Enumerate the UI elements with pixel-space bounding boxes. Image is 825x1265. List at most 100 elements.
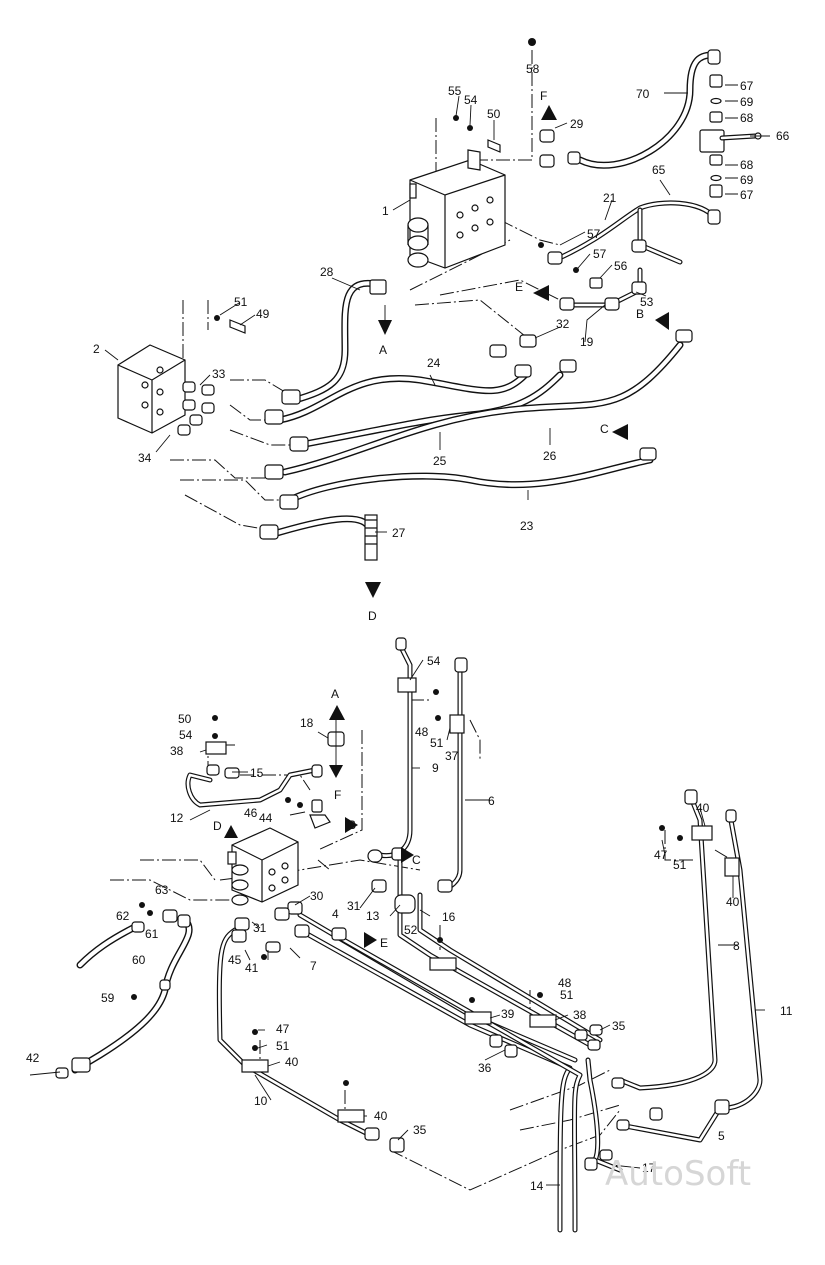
part-label: 67 xyxy=(740,188,754,202)
part-label: 50 xyxy=(178,712,192,726)
part-label: 42 xyxy=(26,1051,40,1065)
part-label: 59 xyxy=(101,991,115,1005)
part-label: 12 xyxy=(170,811,184,825)
part-label: 15 xyxy=(250,766,264,780)
part-label: 48 xyxy=(415,725,429,739)
connector-letter-a: A xyxy=(331,687,339,701)
part-label: 16 xyxy=(442,910,456,924)
part-label: 37 xyxy=(445,749,459,763)
part-label: 58 xyxy=(526,62,540,76)
connector-letter-f: F xyxy=(334,788,341,802)
part-label: 28 xyxy=(320,265,334,279)
part-label: 61 xyxy=(145,927,159,941)
part-label: 51 xyxy=(560,988,574,1002)
part-label: 54 xyxy=(179,728,193,742)
part-label: 51 xyxy=(430,736,444,750)
part-label: 40 xyxy=(285,1055,299,1069)
part-label: 40 xyxy=(374,1109,388,1123)
part-label: 24 xyxy=(427,356,441,370)
part-label: 25 xyxy=(433,454,447,468)
part-label: 48 xyxy=(558,976,572,990)
part-label: 68 xyxy=(740,158,754,172)
manifold-block-2 xyxy=(117,344,186,434)
part-label: 66 xyxy=(776,129,790,143)
part-label: 10 xyxy=(254,1094,268,1108)
valve-bank-1 xyxy=(407,149,506,269)
part-label: 38 xyxy=(170,744,184,758)
part-label: 68 xyxy=(740,111,754,125)
part-label: 30 xyxy=(310,889,324,903)
part-label: 31 xyxy=(347,899,361,913)
part-label: 31 xyxy=(253,921,267,935)
connector-letter-b: B xyxy=(348,818,356,832)
lower-assembly: 4 5 6 7 8 9 10 11 12 13 14 15 16 17 18 3… xyxy=(26,637,793,1233)
part-label: 13 xyxy=(366,909,380,923)
part-label: 51 xyxy=(234,295,248,309)
part-label: 21 xyxy=(603,191,617,205)
part-label: 2 xyxy=(93,342,100,356)
lower-reference-lines xyxy=(110,699,736,1191)
part-label: 11 xyxy=(780,1004,793,1018)
part-label: 67 xyxy=(740,79,754,93)
part-label: 51 xyxy=(276,1039,290,1053)
lower-fittings xyxy=(55,637,740,1171)
part-label: 57 xyxy=(593,247,607,261)
connector-letter-f: F xyxy=(540,89,547,103)
part-label: 17 xyxy=(642,1161,656,1175)
part-label: 46 xyxy=(244,806,258,820)
part-label: 52 xyxy=(404,923,418,937)
connector-letter-e: E xyxy=(515,280,523,294)
part-label: 19 xyxy=(580,335,594,349)
lower-valve-block xyxy=(227,827,299,906)
part-label: 40 xyxy=(726,895,740,909)
part-label: 7 xyxy=(310,959,317,973)
part-label: 18 xyxy=(300,716,314,730)
part-label: 40 xyxy=(696,801,710,815)
connector-letter-d: D xyxy=(368,609,377,623)
part-label: 4 xyxy=(332,907,339,921)
part-label: 6 xyxy=(488,794,495,808)
part-label: 23 xyxy=(520,519,534,533)
connector-letter-d: D xyxy=(213,819,222,833)
upper-reference-lines xyxy=(170,50,561,531)
connector-letter-c: C xyxy=(600,422,609,436)
part-label: 35 xyxy=(612,1019,626,1033)
part-label: 9 xyxy=(432,761,439,775)
lower-hoses xyxy=(71,642,763,1233)
part-label: 69 xyxy=(740,95,754,109)
lower-connector-letters: A B C D E F xyxy=(213,687,421,950)
part-label: 47 xyxy=(276,1022,290,1036)
part-label: 34 xyxy=(138,451,152,465)
part-label: 54 xyxy=(427,654,441,668)
part-label: 29 xyxy=(570,117,584,131)
part-label: 8 xyxy=(733,939,740,953)
part-label: 5 xyxy=(718,1129,725,1143)
part-label: 62 xyxy=(116,909,130,923)
part-label: 33 xyxy=(212,367,226,381)
part-label: 63 xyxy=(155,883,169,897)
part-label: 45 xyxy=(228,953,242,967)
part-label: 44 xyxy=(259,811,273,825)
part-label: 57 xyxy=(587,227,601,241)
part-label: 27 xyxy=(392,526,406,540)
part-label: 70 xyxy=(636,87,650,101)
upper-direction-arrows xyxy=(365,105,669,598)
upper-part-labels: 1 2 19 21 23 24 25 26 27 28 29 32 33 34 … xyxy=(93,62,790,540)
lower-leader-lines xyxy=(29,659,765,1186)
part-label: 32 xyxy=(556,317,570,331)
lower-part-labels: 4 5 6 7 8 9 10 11 12 13 14 15 16 17 18 3… xyxy=(26,654,793,1193)
connector-letter-a: A xyxy=(379,343,387,357)
upper-assembly: 1 2 19 21 23 24 25 26 27 28 29 32 33 34 … xyxy=(93,38,790,623)
lower-direction-arrows xyxy=(224,705,414,948)
part-label: 60 xyxy=(132,953,146,967)
connector-letter-e: E xyxy=(380,936,388,950)
upper-hoses xyxy=(266,51,718,539)
part-label: 38 xyxy=(573,1008,587,1022)
connector-letter-b: B xyxy=(636,307,644,321)
part-label: 35 xyxy=(413,1123,427,1137)
watermark-text: AutoSoft xyxy=(605,1154,751,1194)
upper-fittings xyxy=(177,38,762,561)
part-label: 56 xyxy=(614,259,628,273)
connector-letter-c: C xyxy=(412,853,421,867)
